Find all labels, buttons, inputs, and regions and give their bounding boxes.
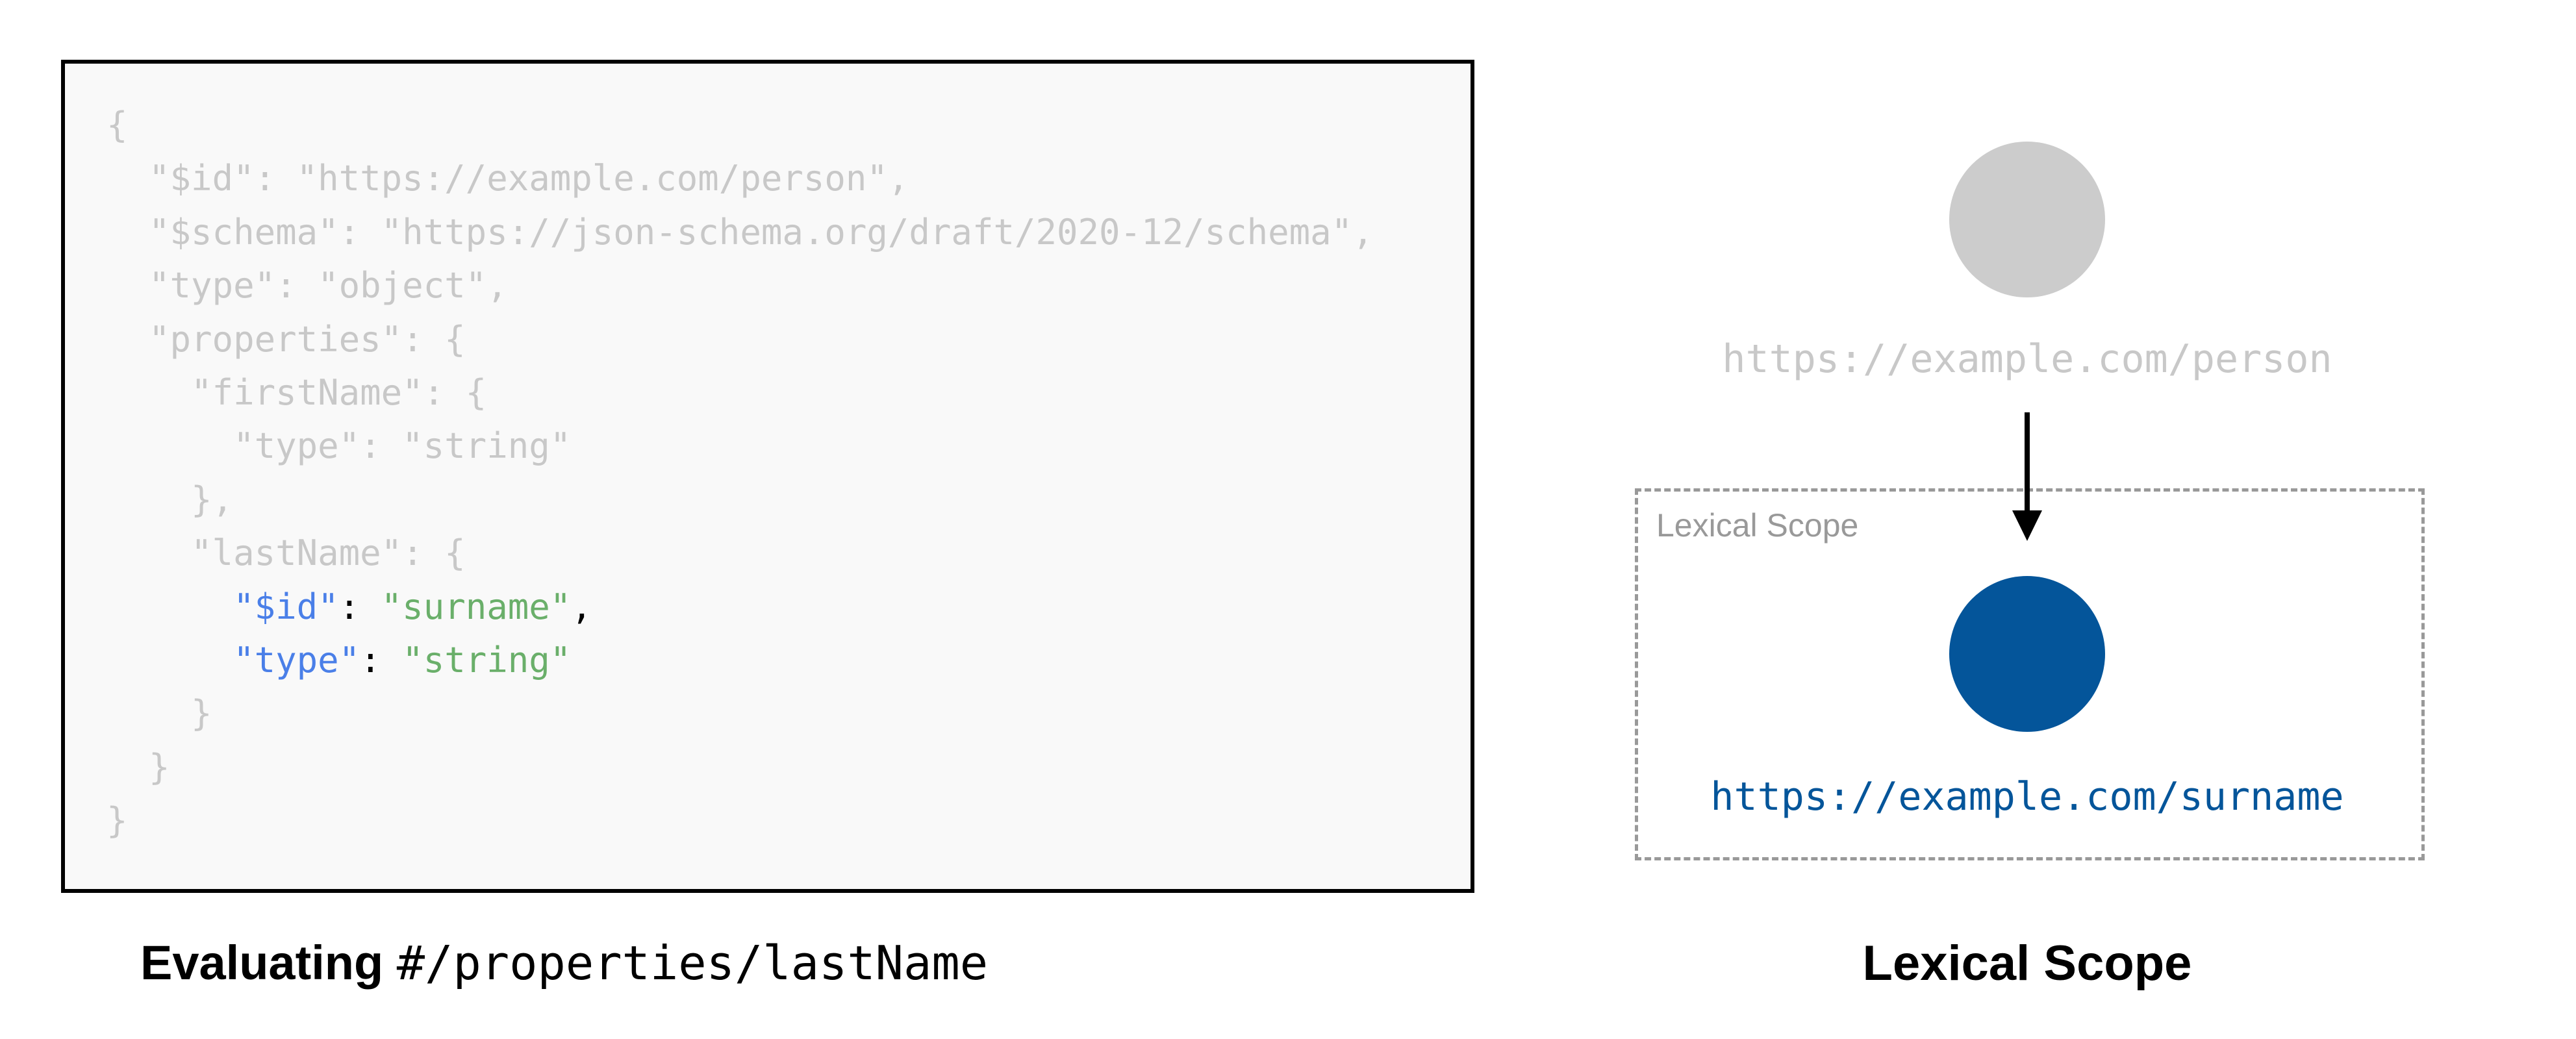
- code-line: },: [107, 473, 1374, 527]
- schema-code-panel: { "$id": "https://example.com/person", "…: [61, 60, 1474, 893]
- child-url: https://example.com/surname: [1710, 774, 2344, 820]
- code-line: "$id": "surname",: [107, 581, 1374, 634]
- schema-code: { "$id": "https://example.com/person", "…: [107, 99, 1374, 848]
- child-schema-node: [1949, 576, 2105, 732]
- code-token: "string": [402, 640, 572, 681]
- code-token: "$id": "https://example.com/person",: [107, 158, 909, 199]
- parent-schema-node: [1949, 142, 2105, 297]
- code-line: {: [107, 99, 1374, 152]
- code-token: :: [338, 586, 381, 627]
- code-line: "lastName": {: [107, 527, 1374, 580]
- code-line: "type": "string": [107, 634, 1374, 687]
- code-token: "type": [233, 640, 360, 681]
- code-token: ,: [571, 586, 592, 627]
- code-line: }: [107, 741, 1374, 794]
- code-token: }: [107, 746, 170, 788]
- evaluating-label: Evaluating: [140, 936, 384, 990]
- scope-label: Lexical Scope: [1656, 507, 1859, 544]
- evaluating-caption: Evaluating #/properties/lastName: [140, 935, 988, 990]
- json-pointer: #/properties/lastName: [396, 936, 989, 990]
- code-line: "type": "string": [107, 419, 1374, 473]
- code-token: }: [107, 800, 128, 842]
- code-token: "$id": [233, 586, 339, 627]
- code-token: {: [107, 105, 128, 145]
- code-token: "firstName": {: [107, 372, 487, 414]
- code-token: "$schema": "https://json-schema.org/draf…: [107, 211, 1374, 253]
- code-line: "$id": "https://example.com/person",: [107, 152, 1374, 205]
- lexical-scope-caption: Lexical Scope: [1862, 936, 2192, 991]
- parent-url: https://example.com/person: [1722, 336, 2332, 382]
- arrow-head-icon: [2012, 510, 2042, 541]
- code-line: }: [107, 687, 1374, 740]
- code-token: }: [107, 693, 212, 734]
- code-token: "properties": {: [107, 318, 466, 360]
- code-token: "surname": [381, 586, 572, 627]
- code-line: "properties": {: [107, 313, 1374, 366]
- code-line: "$schema": "https://json-schema.org/draf…: [107, 206, 1374, 259]
- code-token: :: [360, 640, 403, 681]
- code-token: "type": "object",: [107, 265, 508, 307]
- code-token: "type": "string": [107, 425, 572, 467]
- code-line: "firstName": {: [107, 366, 1374, 419]
- code-line: "type": "object",: [107, 259, 1374, 312]
- code-token: },: [107, 479, 234, 520]
- code-token: "lastName": {: [107, 532, 466, 574]
- code-line: }: [107, 794, 1374, 847]
